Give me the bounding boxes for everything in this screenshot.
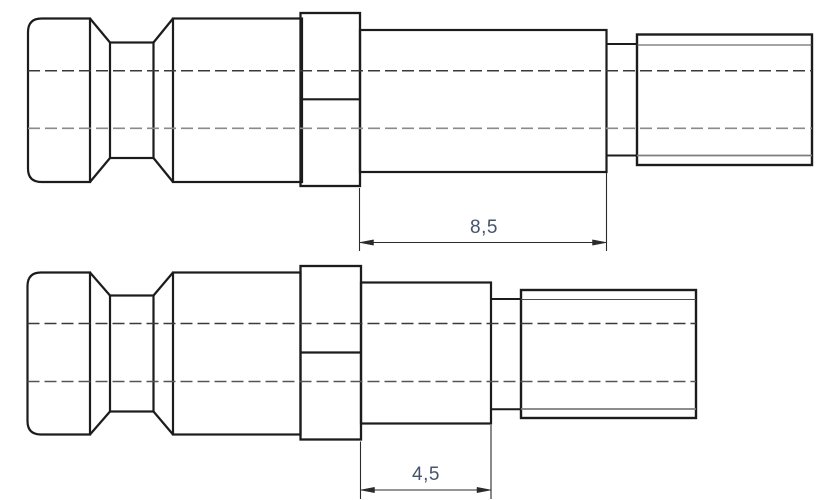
taper-bottom-left bbox=[89, 410, 111, 436]
taper-top-left bbox=[89, 271, 111, 297]
taper-top-left bbox=[89, 17, 111, 44]
knob-outline bbox=[26, 271, 92, 436]
shaft-cylinder bbox=[358, 28, 608, 174]
taper-bottom-right bbox=[152, 157, 174, 183]
thread-section bbox=[519, 288, 698, 420]
shaft-cylinder bbox=[359, 281, 493, 425]
body-section bbox=[171, 271, 302, 436]
groove-neck bbox=[108, 41, 155, 160]
part-view-top bbox=[26, 11, 814, 251]
body-section bbox=[171, 17, 304, 184]
dim-arrow-right bbox=[476, 486, 492, 494]
taper-top-right bbox=[152, 17, 174, 44]
part-view-bottom bbox=[26, 264, 698, 499]
dimension-label-8-5: 8,5 bbox=[470, 217, 498, 238]
taper-bottom-right bbox=[152, 410, 174, 436]
thread-section bbox=[635, 33, 814, 167]
dimension-label-4-5: 4,5 bbox=[412, 464, 440, 485]
knob-outline bbox=[26, 17, 92, 184]
dim-arrow-right bbox=[592, 239, 607, 246]
dim-arrow-left bbox=[360, 486, 375, 494]
dim-arrow-left bbox=[359, 239, 374, 246]
taper-bottom-left bbox=[89, 157, 111, 183]
taper-top-right bbox=[152, 271, 174, 297]
groove-neck bbox=[108, 294, 155, 413]
